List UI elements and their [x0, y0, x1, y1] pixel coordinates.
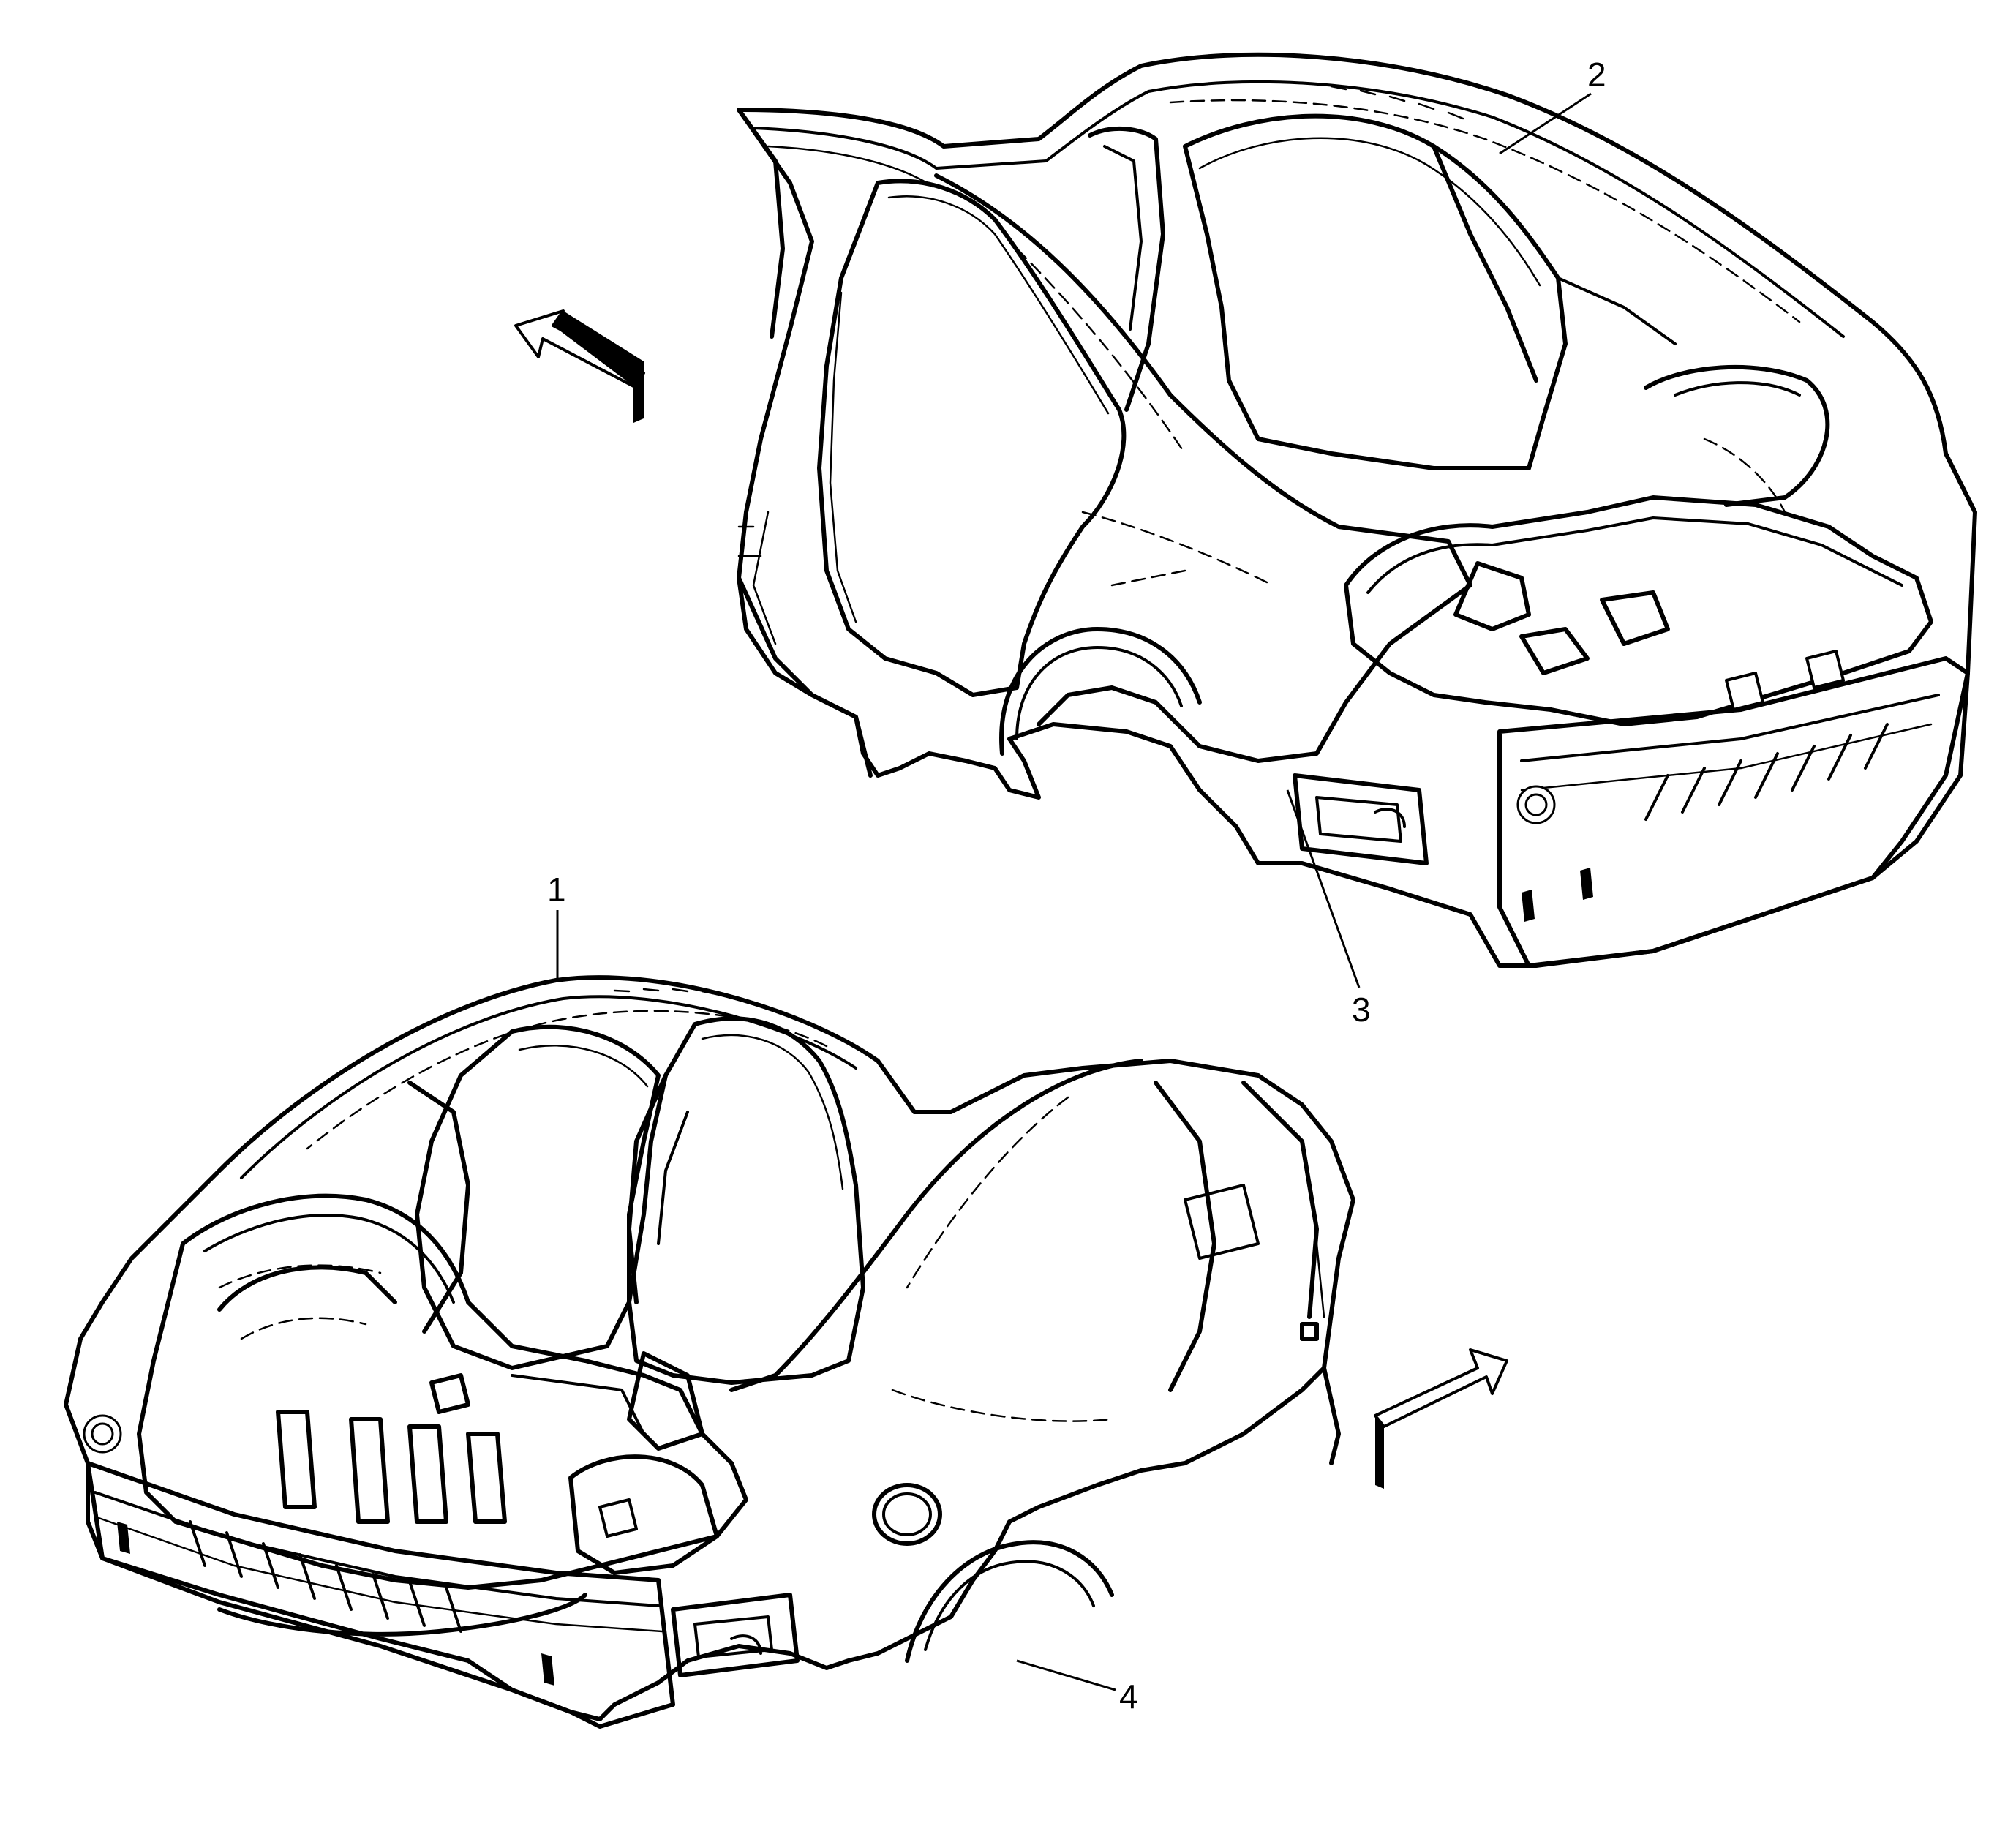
callout-label-4: 4	[1119, 1677, 1138, 1716]
direction-arrow-upper-left	[514, 309, 645, 423]
callout-label-2: 2	[1587, 56, 1606, 94]
direction-arrow-lower-right	[1374, 1348, 1508, 1489]
lower-body-view	[64, 975, 1355, 1729]
upper-rear-panel-fasteners	[1644, 723, 1889, 821]
lower-roof-rail-slots	[613, 988, 718, 996]
callout-label-3: 3	[1352, 991, 1371, 1029]
callout-label-1: 1	[547, 871, 566, 909]
roof-rail-slots	[1330, 85, 1464, 120]
leader-line-4	[1016, 1659, 1116, 1691]
leader-line-3	[1286, 789, 1361, 988]
upper-body-view	[737, 52, 1977, 968]
callout-3: 3	[1286, 789, 1371, 1029]
callout-1: 1	[547, 871, 566, 980]
leader-line-2	[1499, 92, 1592, 155]
lower-rear-panel-fasteners	[189, 1520, 462, 1633]
callout-4: 4	[1016, 1659, 1138, 1716]
callout-2: 2	[1499, 56, 1606, 155]
